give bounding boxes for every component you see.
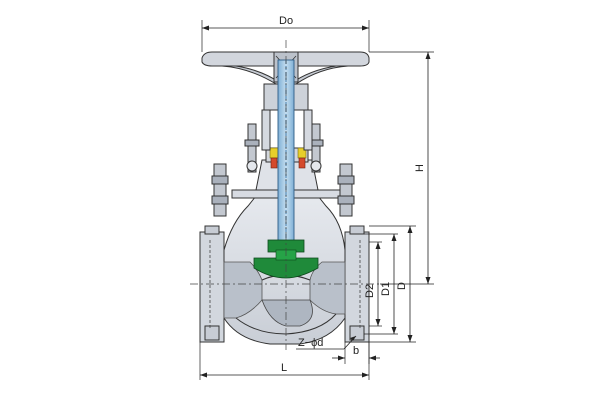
gland-eyebolt-right [308, 123, 324, 173]
left-flange [199, 231, 225, 343]
dimension-l: L [199, 342, 370, 380]
dimension-do: Do [201, 15, 370, 52]
label-h: H [414, 164, 426, 172]
dimension-bolt-holes: Z−ϕd [296, 335, 357, 350]
dimension-d2: D2 [364, 241, 382, 327]
packing-red-left [270, 157, 278, 169]
dimension-b: b [332, 342, 380, 364]
label-d2: D2 [364, 284, 376, 298]
handwheel [201, 51, 370, 85]
right-flange-bottom-boss [349, 325, 365, 341]
yoke-arm-right [303, 109, 313, 151]
dimension-d1: D1 [364, 233, 398, 335]
handwheel-spoke-right [288, 65, 349, 85]
label-d1: D1 [380, 282, 392, 296]
packing-red-right [298, 157, 306, 169]
left-flange-bottom-boss [204, 325, 220, 341]
packing-yellow-left [269, 147, 279, 159]
bonnet-bolt-left [211, 163, 229, 217]
label-d: D [396, 282, 408, 290]
handwheel-spoke-left [221, 65, 284, 85]
left-flange-top-boss [204, 225, 220, 235]
bonnet-bolt-right [337, 163, 355, 217]
label-do: Do [279, 15, 293, 27]
label-bolt-holes: Z−ϕd [298, 337, 323, 349]
label-l: L [281, 362, 287, 374]
dimension-h: H [369, 51, 434, 285]
dimension-d: D [369, 225, 416, 343]
label-b: b [353, 345, 359, 357]
gland-eyebolt-left [244, 123, 260, 173]
lower-chamber [261, 299, 313, 327]
yoke-arm-left [261, 109, 271, 151]
right-flange-top-boss [349, 225, 365, 235]
right-flange [344, 231, 370, 343]
